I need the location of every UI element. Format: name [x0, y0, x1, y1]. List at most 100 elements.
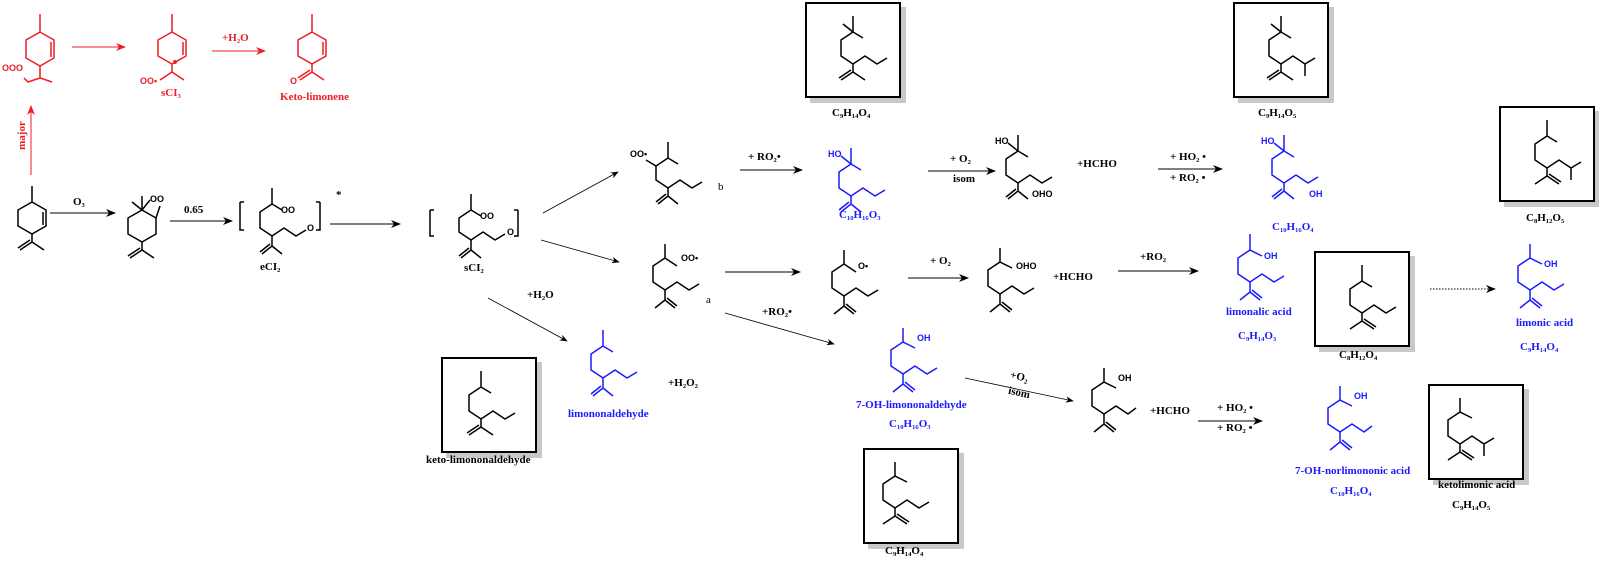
- atom-oh-c10h16o4: OH: [1309, 189, 1323, 199]
- formula-c8h12o5: C₈H₁₂O₅: [1526, 212, 1565, 224]
- name-oh-limononaldehyde: 7-OH-limononaldehyde: [856, 399, 967, 411]
- box-ketolimonic-acid: [1428, 384, 1524, 480]
- formula-ketolimonic-acid: C₉H₁₄O₅: [1452, 499, 1491, 511]
- atom-oo-dot-a: OO•: [681, 253, 699, 263]
- label-scI3: sCI₃: [161, 87, 181, 99]
- c9h14o4-bottom-structure: [882, 462, 930, 525]
- arrow-path-b: [542, 171, 619, 214]
- label-keto-limonene: Keto-limonene: [280, 91, 350, 103]
- atom-ooo: OOO: [2, 63, 24, 73]
- label-hcho-3: +HCHO: [1150, 405, 1190, 417]
- name-limonic-acid: limonic acid: [1516, 317, 1574, 329]
- c10h16o3-top-structure: [838, 148, 886, 213]
- box-c8h12o5: [1499, 106, 1595, 202]
- path-a-intermediate-structure: [652, 244, 700, 309]
- atom-oo-ozonide: OO: [150, 194, 165, 204]
- formula-limonalic-acid: C₉H₁₄O₃: [1238, 330, 1277, 342]
- label-path-a: a: [706, 294, 711, 306]
- acylperoxy-top-structure: [1005, 135, 1053, 200]
- limonic-acid-structure: [1517, 244, 1565, 309]
- formula-oh-limononaldehyde: C₁₀H₁₆O₃: [889, 418, 931, 430]
- label-h2o2: +H₂O₂: [668, 377, 698, 389]
- label-ro2-limonalic: +RO₂: [1140, 251, 1167, 263]
- atom-oo-scI2: OO: [480, 211, 495, 221]
- box-keto-limononaldehyde: [441, 357, 537, 453]
- atom-o-dot-alkoxy: O•: [858, 261, 869, 271]
- arrow-o2-isom-low: [964, 377, 1074, 403]
- box-c9h14o5-top: [1233, 2, 1329, 98]
- label-ro2-a: +RO₂•: [762, 306, 792, 318]
- formula-c9h14o5-top: C₉H₁₄O₅: [1258, 107, 1297, 119]
- box-c8h12o4: [1314, 251, 1410, 347]
- formula-c10h16o3-top: C₁₀H₁₆O₃: [839, 209, 881, 221]
- arrow-path-a: [540, 239, 620, 264]
- label-ecI2: eCI₂: [260, 261, 281, 273]
- atom-oh-7oh-limononaldehyde: OH: [917, 333, 931, 343]
- formula-limonic-acid: C₉H₁₄O₄: [1520, 341, 1559, 353]
- red-ozonide-structure: [23, 14, 55, 83]
- box-c9h14o4-top: [805, 2, 901, 98]
- atom-o-ecI2: O: [307, 223, 315, 233]
- label-ho2-ro2-top-2: + RO₂ •: [1170, 172, 1206, 184]
- atom-ho-acylperoxy-top: HO: [995, 136, 1009, 146]
- atom-ho-c10h16o4: HO: [1261, 136, 1275, 146]
- atom-oo-ecI2: OO: [281, 205, 296, 215]
- oh-norlimononic-acid-structure: [1327, 386, 1373, 451]
- label-o2-isom-top-1: + O₂: [950, 153, 971, 165]
- label-o3: O₃: [73, 196, 85, 208]
- atom-oho-mid: OHO: [1016, 261, 1037, 271]
- label-branch-ratio: 0.65: [184, 204, 204, 216]
- arrow-h2o: [487, 297, 568, 342]
- primary-ozonide-structure: [127, 196, 161, 259]
- name-keto-limononaldehyde: keto-limononaldehyde: [426, 454, 531, 466]
- label-scI2: sCI₂: [464, 262, 484, 274]
- atom-oh-norlimononic: OH: [1354, 391, 1368, 401]
- atom-oh-limonalic: OH: [1264, 251, 1278, 261]
- c9h14o4-top-structure: [838, 16, 888, 81]
- label-major: major: [15, 121, 28, 150]
- limonene-structure: [17, 186, 47, 251]
- label-h2o-mid: +H₂O: [527, 289, 554, 301]
- name-oh-norlimononic-acid: 7-OH-norlimononic acid: [1295, 465, 1411, 477]
- atom-ho-c10h16o3: HO: [828, 149, 842, 159]
- name-limonalic-acid: limonalic acid: [1226, 306, 1292, 318]
- atom-o-keto-limonene: O: [290, 76, 298, 86]
- arrow-ro2-a: [724, 312, 835, 346]
- label-ro2-b: + RO₂•: [748, 151, 781, 163]
- atom-oho-top: OHO: [1032, 189, 1053, 199]
- c8h12o4-structure: [1349, 265, 1397, 330]
- c9h14o5-top-structure: [1266, 16, 1316, 81]
- label-path-b: b: [718, 181, 724, 193]
- alkoxy-intermediate-structure: [831, 250, 879, 315]
- red-scI3-structure: [157, 14, 187, 81]
- formula-c9h14o4-bottom: C₉H₁₄O₄: [885, 545, 924, 557]
- label-ho2-ro2-low-1: + HO₂ •: [1217, 402, 1254, 414]
- atom-oo-dot: OO•: [140, 76, 158, 86]
- label-ho2-ro2-low-2: + RO₂ •: [1217, 422, 1253, 434]
- label-h2o-top: +H₂O: [222, 32, 249, 44]
- label-excited-mark: *: [336, 189, 342, 201]
- atom-oh-acylperoxy-low: OH: [1118, 373, 1132, 383]
- formula-c10h16o4-top: C₁₀H₁₆O₄: [1272, 221, 1314, 233]
- label-o2-mid: + O₂: [930, 255, 951, 267]
- limononaldehyde-structure: [590, 330, 638, 397]
- name-limononaldehyde: limononaldehyde: [568, 408, 649, 420]
- box-c9h14o4-bottom: [863, 448, 959, 544]
- acylperoxy-low-structure: [1091, 368, 1137, 433]
- atom-o-scI2: O: [507, 227, 515, 237]
- atom-oo-dot-b: OO•: [630, 149, 648, 159]
- c8h12o5-structure: [1534, 120, 1582, 185]
- scI2-structure: [429, 194, 519, 259]
- atom-oh-limonic: OH: [1544, 259, 1558, 269]
- formula-c9h14o4-top: C₉H₁₄O₄: [832, 107, 871, 119]
- red-keto-limonene-structure: [297, 14, 327, 81]
- formula-c8h12o4: C₈H₁₂O₄: [1339, 349, 1378, 361]
- label-hcho-1: +HCHO: [1077, 158, 1117, 170]
- label-o2-isom-top-2: isom: [953, 173, 975, 185]
- name-ketolimonic-acid: ketolimonic acid: [1438, 479, 1516, 491]
- acylperoxy-mid-structure: [987, 248, 1035, 313]
- label-ho2-ro2-top-1: + HO₂ •: [1170, 151, 1207, 163]
- oh-limononaldehyde-structure: [890, 328, 938, 393]
- label-hcho-2: +HCHO: [1053, 271, 1093, 283]
